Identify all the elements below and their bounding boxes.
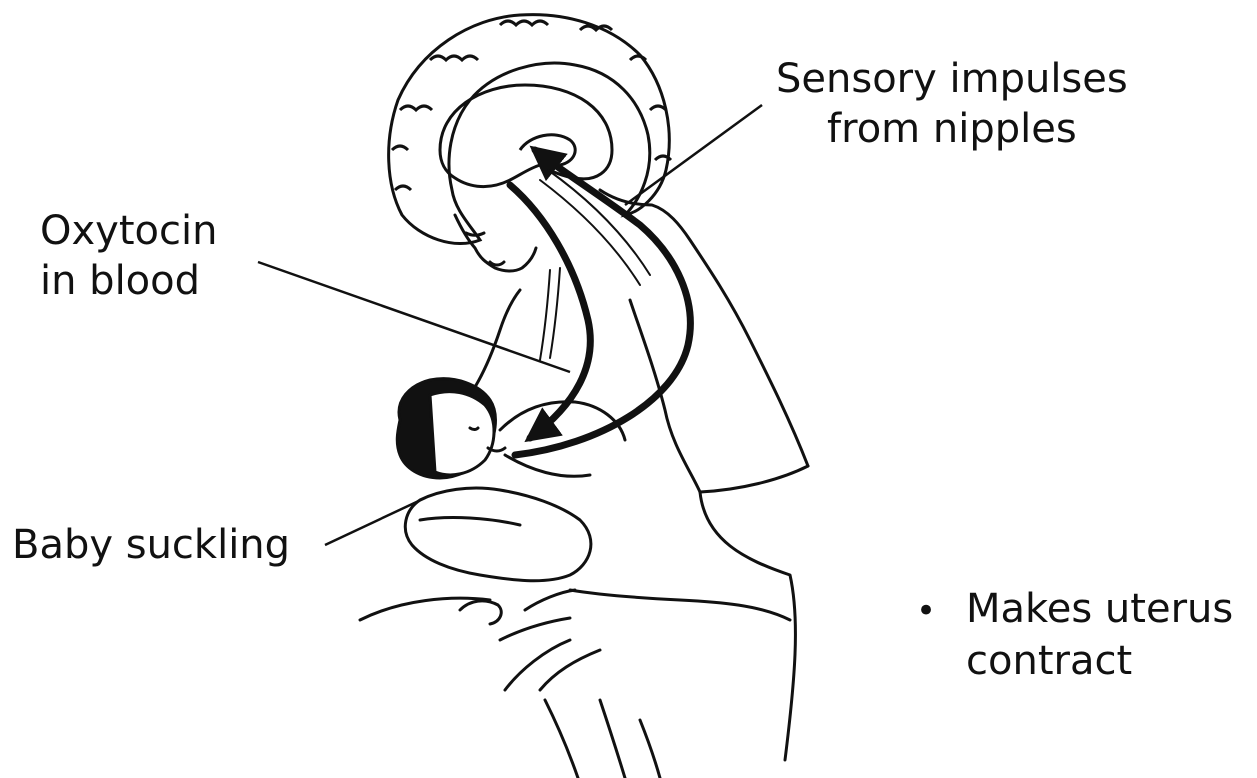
effect-label-line-1: Makes uterus — [966, 586, 1233, 632]
effect-bullet: • — [916, 586, 966, 636]
oxytocin-label: Oxytocin in blood — [40, 206, 217, 306]
baby-suckling-label: Baby suckling — [12, 520, 290, 570]
baby-figure — [397, 379, 591, 624]
effect-label-line-2: contract — [916, 636, 1233, 686]
mother-figure — [360, 190, 808, 778]
brain-outline — [440, 85, 612, 187]
sensory-impulses-label: Sensory impulses from nipples — [776, 54, 1128, 154]
uterus-effect-label: •Makes uterus contract — [916, 584, 1233, 686]
sensory-label-line-2: from nipples — [776, 104, 1128, 154]
oxytocin-pathway-arrow — [510, 185, 590, 438]
oxytocin-leader-line — [258, 262, 570, 372]
oxytocin-label-line-2: in blood — [40, 256, 217, 306]
oxytocin-label-line-1: Oxytocin — [40, 206, 217, 256]
leader-lines — [258, 105, 762, 545]
sensory-label-line-1: Sensory impulses — [776, 54, 1128, 104]
sensory-leader-line — [625, 105, 762, 205]
